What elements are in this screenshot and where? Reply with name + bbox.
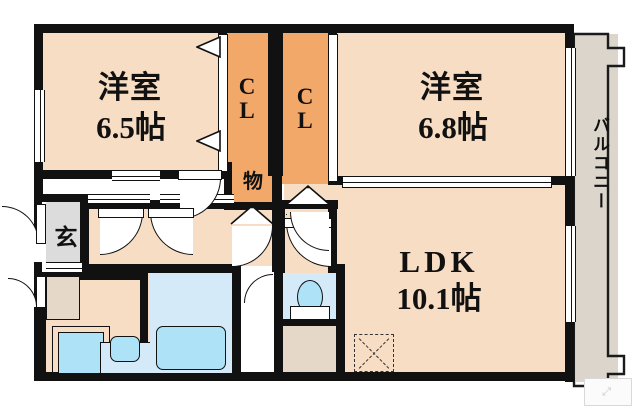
label-western-right-name: 洋室	[420, 70, 484, 105]
label-ldk-size: 10.1帖	[396, 281, 482, 316]
wall-bedroom-right-bottom-r	[550, 176, 574, 185]
sliding-door-bedroom-ldk[interactable]	[342, 176, 552, 188]
wall-between-closets	[268, 24, 283, 176]
room-fill-western-left	[42, 32, 218, 177]
wall-vanity-left	[140, 272, 148, 374]
wall-bedroom-left-bottom	[42, 170, 112, 179]
wall-left-jog	[34, 194, 88, 202]
balcony-floor-notch-top	[576, 34, 600, 54]
shoe-cabinet	[46, 276, 80, 320]
wall-washroom-top	[80, 264, 240, 273]
storage-door-marker[interactable]	[230, 204, 274, 226]
wall-toilet-right	[336, 264, 345, 374]
window-kitchen-south	[46, 262, 82, 273]
toilet-lower-floor	[283, 326, 336, 372]
closet-left-door-marker-top	[196, 36, 221, 58]
wall-left-upper	[34, 24, 43, 92]
door-panel-washroom[interactable]	[98, 208, 144, 218]
label-entrance: 玄	[54, 225, 78, 250]
door-toilet[interactable]	[286, 214, 287, 215]
wall-left-lower-a	[34, 160, 43, 202]
wall-ldk-left	[276, 200, 285, 374]
door-bath-entry[interactable]	[244, 274, 273, 303]
wall-bottom	[34, 372, 574, 381]
expand-icon[interactable]: ⤢	[584, 378, 632, 406]
wall-washroom-right	[232, 264, 241, 374]
closet-right-door[interactable]	[328, 34, 338, 182]
label-western-right-size: 6.8帖	[418, 110, 488, 145]
window-bedroom-right-east	[565, 48, 576, 176]
closet-right-fill	[282, 32, 328, 184]
window-entrance-north	[88, 194, 150, 204]
label-western-left-name: 洋室	[98, 70, 162, 105]
wall-hall-left	[80, 200, 89, 272]
closet-left-door-marker-bottom	[196, 130, 221, 152]
window-ldk-east	[565, 226, 576, 322]
room-fill-western-right	[336, 32, 568, 184]
wall-hall-top-2	[276, 200, 338, 209]
label-balcony: バルコニー	[590, 116, 609, 211]
wall-right	[565, 24, 574, 382]
closet-right-door-marker[interactable]	[286, 184, 330, 206]
toilet-tank	[290, 306, 330, 320]
vanity-basin	[110, 336, 140, 362]
label-western-left-size: 6.5帖	[96, 110, 166, 145]
door-panel-entrance-secondary[interactable]	[36, 276, 46, 308]
label-closet-left: C L	[238, 74, 256, 124]
balcony-floor	[576, 34, 618, 382]
wall-hall-top	[80, 200, 232, 209]
closet-left-fill	[226, 32, 268, 174]
door-entrance-secondary[interactable]	[8, 278, 37, 307]
label-storage: 物	[243, 171, 263, 193]
door-panel-bedroom-left[interactable]	[178, 170, 222, 180]
window-bedroom-left-west	[34, 90, 45, 162]
wall-top	[34, 24, 574, 33]
window-hall-north	[112, 170, 160, 181]
wall-hall-right-stub	[328, 200, 337, 274]
door-panel-entrance-main[interactable]	[36, 204, 46, 244]
entrance-floor	[46, 200, 86, 262]
label-ldk-name: LDK	[399, 244, 479, 279]
wall-storage-left	[224, 162, 232, 210]
label-closet-right: C L	[296, 84, 314, 134]
closet-left-door[interactable]	[218, 34, 228, 172]
wall-toilet-bottom-divider	[283, 318, 337, 326]
door-panel-bath[interactable]	[148, 208, 194, 218]
bathtub	[156, 326, 226, 370]
wall-kitchen-sep	[42, 272, 148, 280]
pipe-shaft-marker	[354, 334, 394, 372]
